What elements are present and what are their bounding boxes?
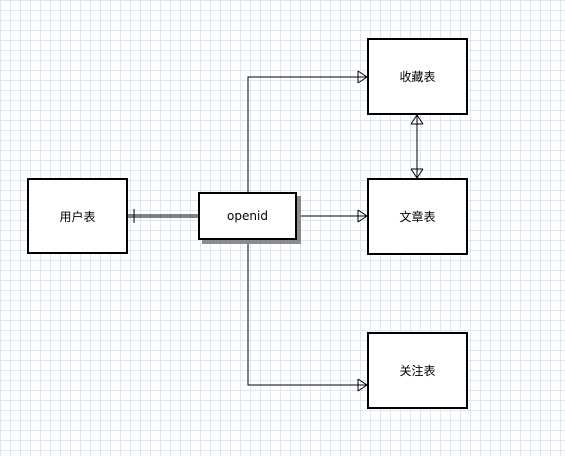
articles-table-entity[interactable]: 文章表 (367, 178, 468, 255)
follows-table-label: 关注表 (399, 364, 436, 378)
articles-table-label: 文章表 (399, 210, 436, 224)
connector-openid-favorites (247, 76, 367, 192)
favorites-bottom-crowfoot-marker (410, 114, 424, 125)
follows-table-entity[interactable]: 关注表 (367, 332, 468, 409)
users-table-entity[interactable]: 用户表 (27, 178, 128, 254)
openid-label: openid (227, 209, 268, 223)
favorites-table-label: 收藏表 (399, 70, 436, 84)
users-table-label: 用户表 (59, 209, 96, 224)
connector-openid-follows (247, 240, 367, 386)
favorites-table-entity[interactable]: 收藏表 (367, 38, 468, 115)
openid-entity[interactable]: openid (198, 192, 297, 240)
